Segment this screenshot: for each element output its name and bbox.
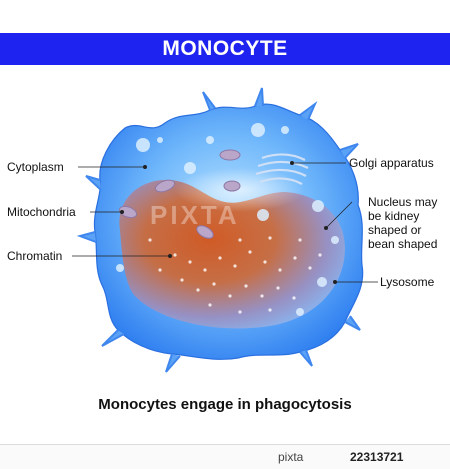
golgi-apparatus xyxy=(255,153,309,185)
label-cytoplasm: Cytoplasm xyxy=(7,160,64,174)
footer-brand: pixta xyxy=(278,450,304,464)
label-nucleus: Nucleus may be kidney shaped or bean sha… xyxy=(368,195,437,251)
label-lysosome: Lysosome xyxy=(380,275,435,289)
label-mitochondria: Mitochondria xyxy=(7,205,76,219)
caption: Monocytes engage in phagocytosis xyxy=(98,396,352,413)
title-bar: MONOCYTE xyxy=(0,33,450,65)
page-title: MONOCYTE xyxy=(162,37,288,60)
mitochondria xyxy=(118,149,241,239)
footer: pixta 22313721 xyxy=(0,444,450,469)
footer-image-number: 22313721 xyxy=(350,450,404,464)
nucleus xyxy=(119,179,346,329)
label-golgi-apparatus: Golgi apparatus xyxy=(349,156,434,170)
chromatin-dots xyxy=(148,236,322,314)
label-nucleus-line4: bean shaped xyxy=(368,237,438,251)
lysosomes xyxy=(116,123,339,316)
label-nucleus-line2: be kidney xyxy=(368,209,420,223)
leader-lines xyxy=(72,160,378,284)
membrane-projections xyxy=(76,87,361,373)
label-chromatin: Chromatin xyxy=(7,249,63,263)
watermark: PIXTA xyxy=(150,200,240,230)
label-nucleus-line3: shaped or xyxy=(368,223,422,237)
label-nucleus-line1: Nucleus may xyxy=(368,195,438,209)
